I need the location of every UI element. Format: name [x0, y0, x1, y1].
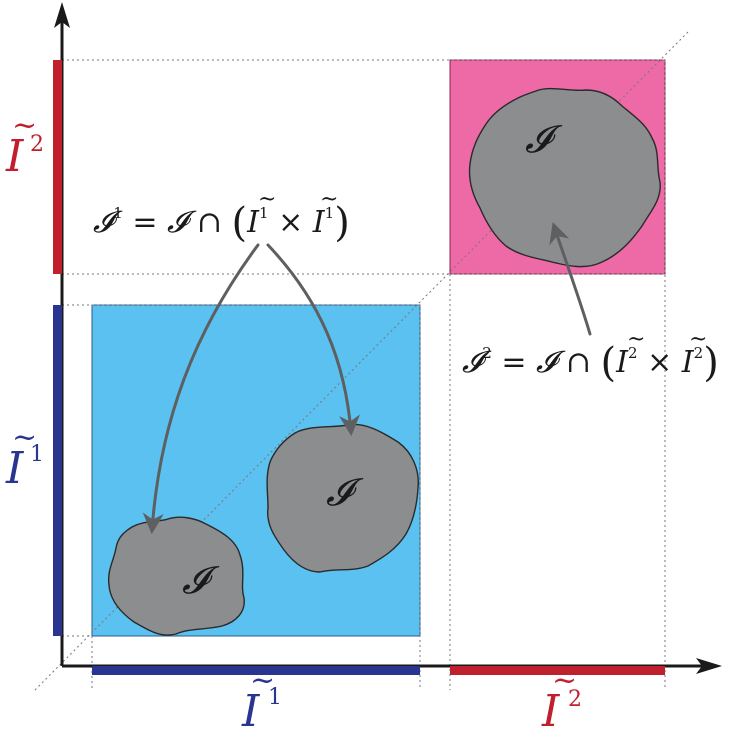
x-label-2-base: I — [541, 686, 561, 730]
formula-2-b: I — [681, 345, 695, 380]
formula-1-cap: ∩ — [187, 205, 231, 240]
formula-1-eq: = — [123, 205, 167, 240]
y-label-1-base: I — [5, 443, 25, 494]
formula-1-times: × — [269, 205, 313, 240]
formula-2-text: 𝓘2 = 𝓘 ∩ (I2 × I2) — [462, 340, 719, 386]
formula-2-eq: = — [492, 345, 536, 380]
y-label-2: ~ I 2 — [5, 108, 44, 182]
y-label-1: ~ I 1 — [5, 420, 44, 494]
y-axis-arrowhead — [54, 2, 70, 28]
y-label-2-tilde: ~ — [12, 108, 37, 143]
formula-1-rparen: ) — [334, 200, 350, 246]
formula-2-a-sup: 2 — [628, 344, 638, 362]
formula-2-tilde-b: ~ — [689, 327, 707, 352]
x-label-2-sup: 2 — [568, 687, 582, 712]
set-medium-blob — [266, 423, 419, 573]
formula-1-a-sup: 1 — [259, 204, 269, 222]
arrow-to-small-set — [142, 243, 260, 535]
formula-2-b-sup: 2 — [694, 344, 704, 362]
formula-2-a: I — [615, 345, 629, 380]
x-label-1-base: I — [241, 686, 261, 730]
formula-1-tilde-a: ~ — [258, 187, 276, 212]
formula-intersection-2: 𝓘2 = 𝓘 ∩ (I2 × I2) ~ ~ — [462, 327, 719, 386]
arrow-to-top-set — [549, 222, 592, 336]
interval-bar-x1 — [92, 666, 420, 675]
formula-2-rparen: ) — [703, 340, 719, 386]
formula-2-lhs-sup: 2 — [482, 344, 492, 362]
interval-bar-y1 — [53, 305, 62, 636]
formula-intersection-1: 𝓘1 = 𝓘 ∩ (I1 × I1) ~ ~ — [93, 187, 350, 246]
x-label-2: ~ I 2 — [541, 663, 582, 730]
formula-2-tilde-a: ~ — [627, 327, 645, 352]
interval-bar-y2 — [53, 60, 62, 274]
formula-1-a: I — [246, 205, 260, 240]
y-label-2-base: I — [5, 131, 25, 182]
x-axis-arrowhead — [696, 658, 722, 674]
formula-1-lparen: ( — [232, 200, 248, 246]
formula-2-cap: ∩ — [556, 345, 600, 380]
x-label-1-tilde: ~ — [250, 663, 275, 698]
y-label-1-tilde: ~ — [12, 420, 37, 455]
arrow-to-medium-set — [266, 243, 361, 437]
y-label-2-sup: 2 — [30, 132, 44, 157]
formula-1-lhs-sup: 1 — [113, 204, 123, 222]
x-label-1-sup: 1 — [268, 685, 282, 710]
formula-1-b-sup: 1 — [325, 204, 335, 222]
formula-1-text: 𝓘1 = 𝓘 ∩ (I1 × I1) — [93, 200, 350, 246]
set-small-blob — [107, 516, 245, 636]
x-label-1: ~ I 1 — [241, 663, 282, 730]
set-top-blob — [468, 87, 661, 268]
guide-lines — [34, 29, 691, 691]
arrows — [142, 222, 592, 535]
y-label-1-sup: 1 — [30, 442, 44, 467]
formula-2-lparen: ( — [601, 340, 617, 386]
interval-bar-x2 — [450, 666, 665, 675]
formula-2-times: × — [638, 345, 682, 380]
formula-1-b: I — [312, 205, 326, 240]
x-label-2-tilde: ~ — [552, 663, 577, 698]
formula-1-tilde-b: ~ — [320, 187, 338, 212]
